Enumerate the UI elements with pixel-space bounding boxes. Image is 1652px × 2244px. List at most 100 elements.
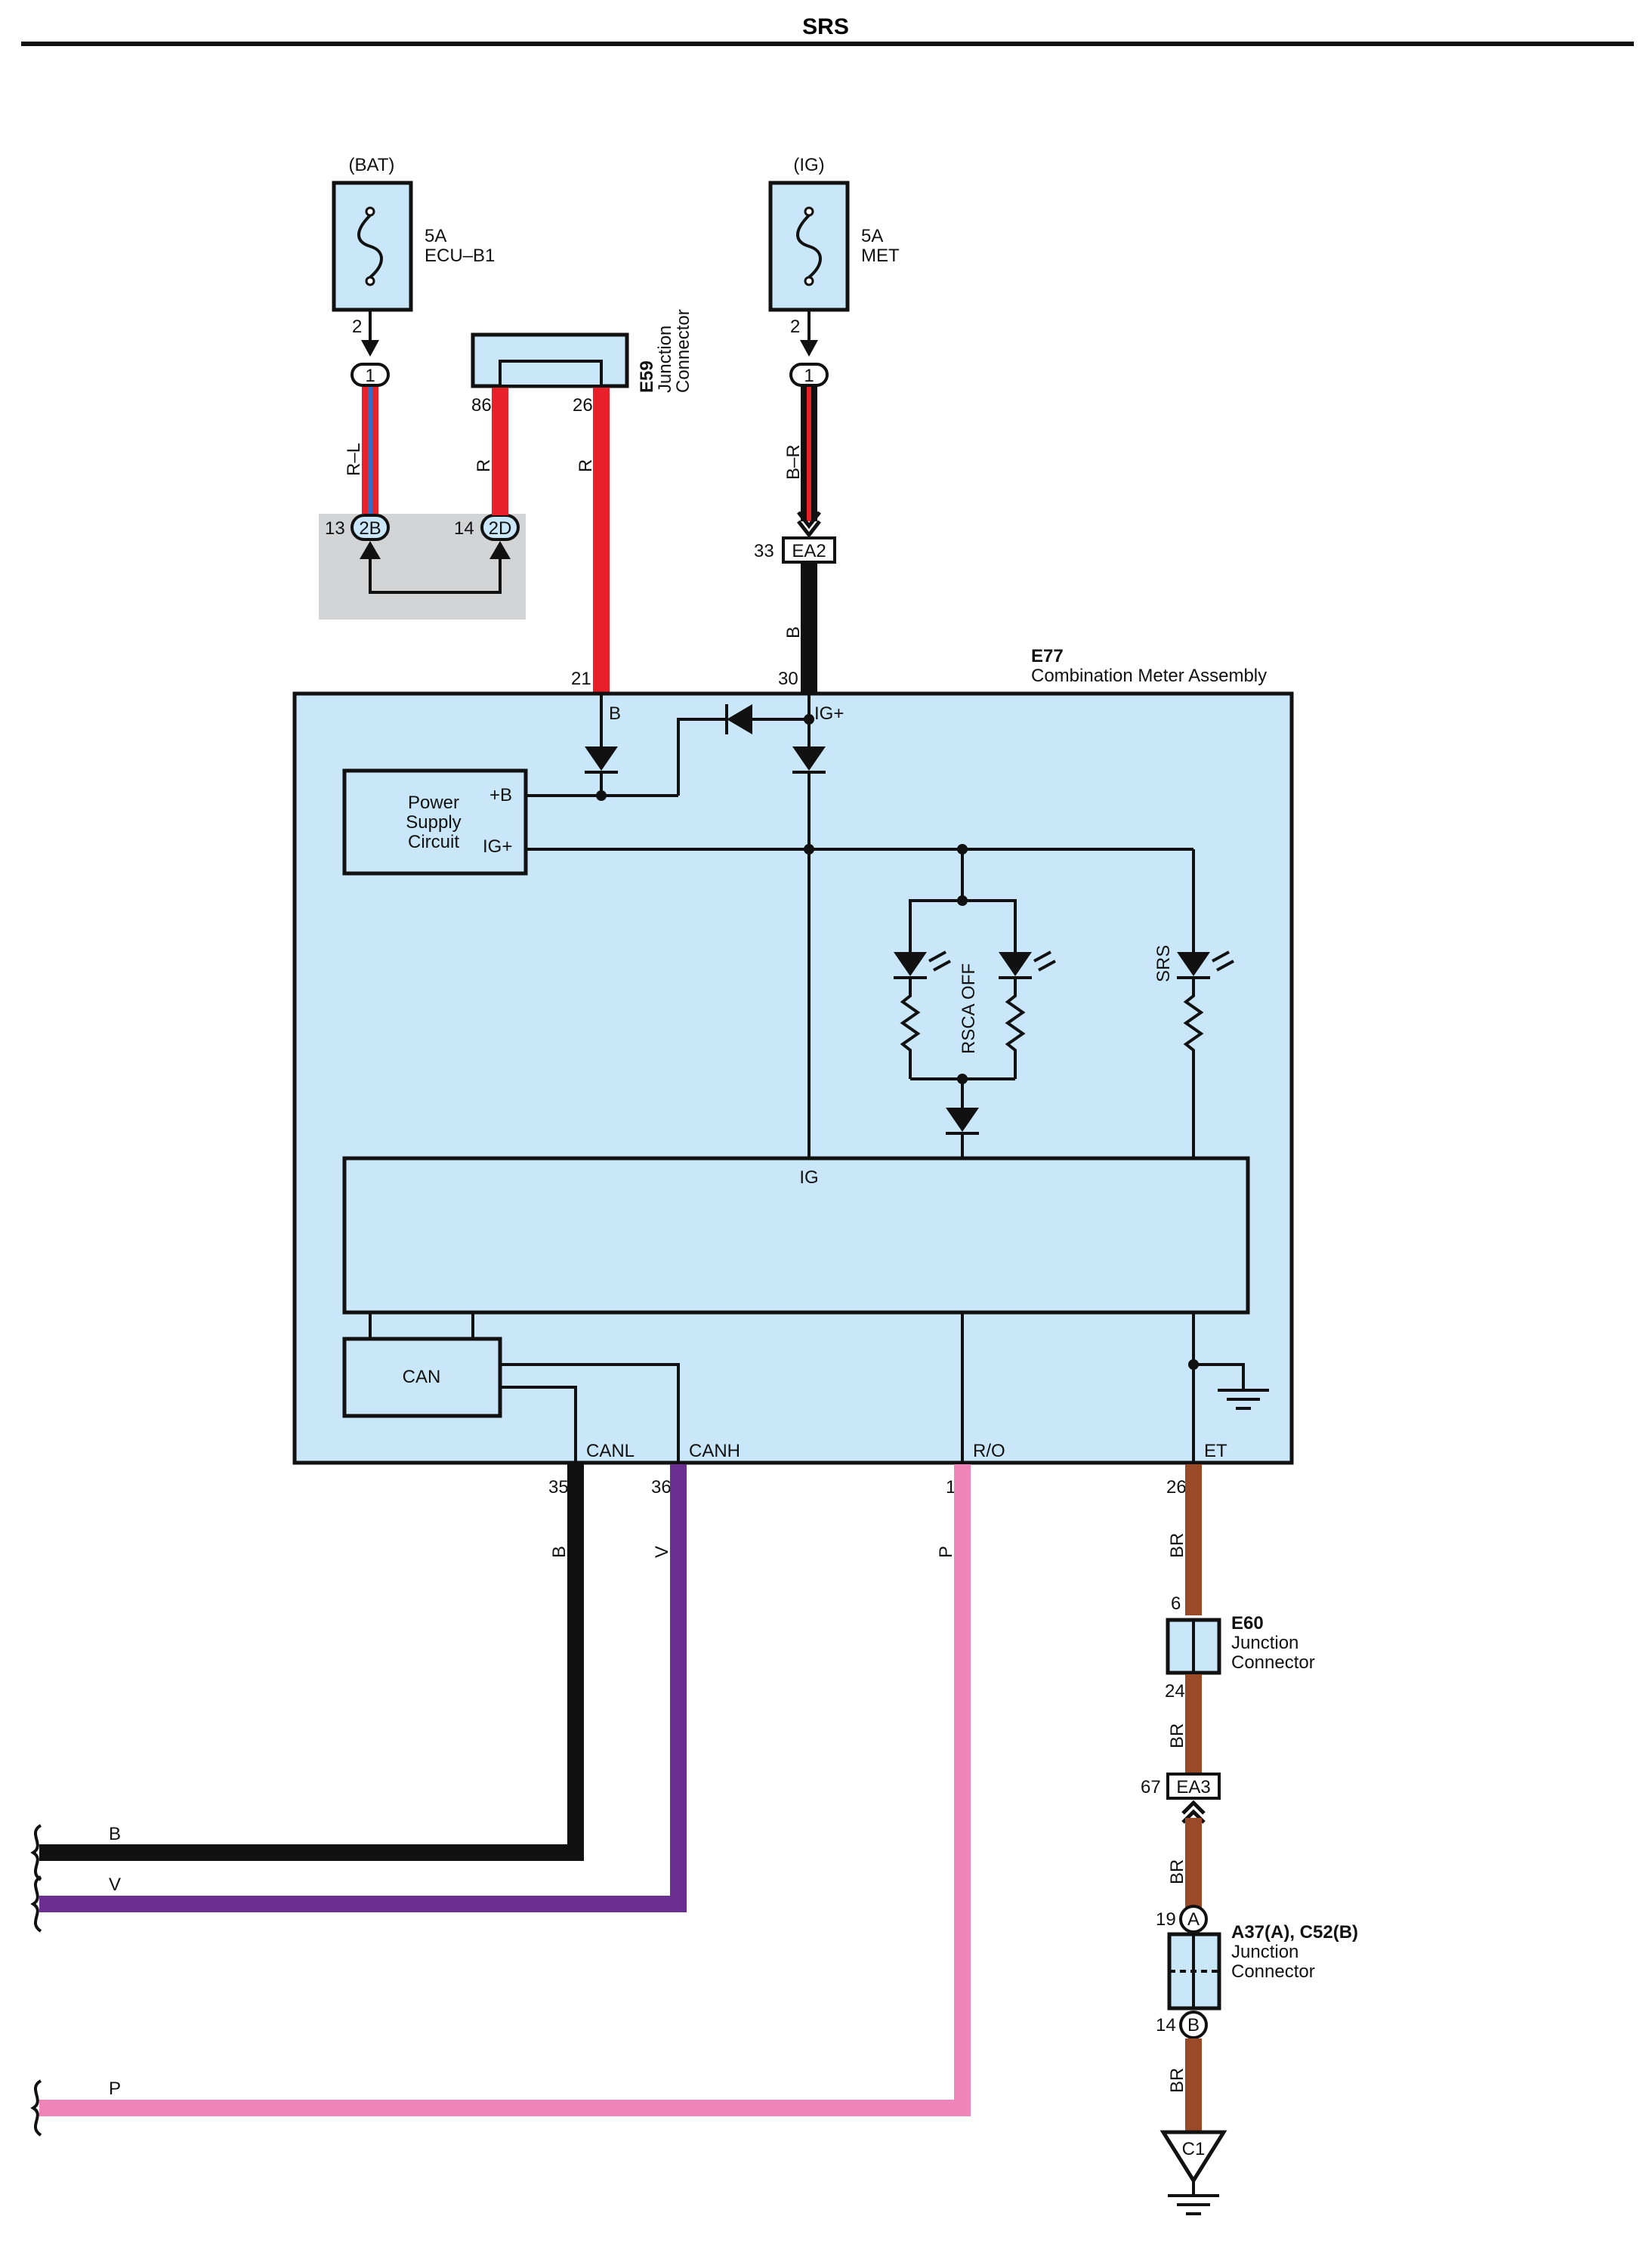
connector-e60-line1: Junction <box>1231 1633 1298 1653</box>
wire-break-p-icon <box>30 2079 42 2137</box>
connector-a37-pin-b: 14 <box>1156 2015 1176 2035</box>
led-rsca-right-icon <box>999 952 1032 976</box>
connector-a37-line2: Connector <box>1231 1961 1315 1982</box>
pin-num-et: 26 <box>1166 1477 1187 1498</box>
wire-br1-label: BR <box>1167 1533 1187 1558</box>
connector-a37-b <box>1179 2011 1208 2039</box>
can-block <box>342 1337 502 1418</box>
connector-e59-pin-b: 26 <box>573 395 593 416</box>
fuse-met: (IG) 5A MET 2 <box>768 155 900 337</box>
resistor-rsca-left <box>900 978 921 1079</box>
wire-br3-label: BR <box>1167 1859 1187 1884</box>
diode-rsca-icon <box>946 1108 979 1132</box>
wire-ro-label: P <box>936 1546 956 1558</box>
wire-b-r-label: B–R <box>783 444 804 480</box>
psc-plus-b: +B <box>489 785 512 805</box>
connector-a37-a <box>1179 1905 1208 1933</box>
can-label: CAN <box>403 1367 441 1387</box>
wire-b-ig-label: B <box>783 626 804 638</box>
connector-2b-pin: 13 <box>325 518 345 539</box>
ig-arrow-icon <box>800 340 818 357</box>
rsca-off-label: RSCA OFF <box>959 963 979 1054</box>
fuse-bat-source: (BAT) <box>349 155 395 175</box>
wire-canl-b <box>39 1464 584 1861</box>
wire-break-b-icon <box>30 1824 42 1881</box>
connector-2d-label: 2D <box>489 518 512 539</box>
wire-canl-label: B <box>549 1546 570 1558</box>
fuse-ecu-b1: (BAT) 5A ECU–B1 2 <box>332 155 495 337</box>
diode-backfeed-icon <box>727 704 752 734</box>
resistor-rsca-right <box>1005 978 1026 1079</box>
junction-block-link <box>369 558 502 594</box>
connector-a37-line1: Junction <box>1231 1942 1298 1962</box>
psc-ig-plus: IG+ <box>483 836 512 857</box>
connector-bat-1-label: 1 <box>365 366 375 386</box>
pin-num-canh: 36 <box>651 1477 672 1498</box>
connector-bat-1 <box>350 363 390 387</box>
fuse-ig-source: (IG) <box>793 155 824 175</box>
ic-ig-label: IG <box>799 1167 818 1188</box>
page-title: SRS <box>802 14 849 39</box>
led-rsca-left-icon <box>894 952 927 976</box>
connector-ig-1 <box>789 363 829 387</box>
connector-2d-pin: 14 <box>454 518 474 539</box>
connector-2b <box>350 514 390 541</box>
wire-r2-label: R <box>576 459 596 472</box>
led-srs-icon <box>1177 952 1210 976</box>
e60-pin-out: 24 <box>1165 1681 1185 1702</box>
resistor-srs <box>1183 978 1204 1158</box>
connector-ig-1-label: 1 <box>804 366 814 386</box>
meter-label-b: B <box>609 703 621 724</box>
wire-rl-label: R–L <box>344 443 364 476</box>
meter-name: Combination Meter Assembly <box>1031 666 1267 686</box>
wire-br4-label: BR <box>1167 2068 1187 2093</box>
psc-line2: Supply <box>406 812 461 833</box>
diode-b-icon <box>585 746 618 771</box>
fuse-ig-icon <box>796 214 822 279</box>
meter-label-igp: IG+ <box>814 703 844 724</box>
connector-a37-a-label: A <box>1187 1909 1200 1930</box>
meter-ic-block <box>342 1156 1250 1315</box>
pin-label-ro: R/O <box>973 1441 1005 1461</box>
connector-e60-line2: Connector <box>1231 1652 1315 1673</box>
connector-e60-id: E60 <box>1231 1613 1264 1634</box>
pin-num-canl: 35 <box>548 1477 569 1498</box>
connector-a37-id: A37(A), C52(B) <box>1231 1922 1358 1943</box>
connector-e59-id: E59 <box>637 360 657 393</box>
connector-ea3 <box>1166 1773 1221 1800</box>
psc-line3: Circuit <box>408 832 459 852</box>
wire-ro-p <box>39 1464 971 2116</box>
power-supply-circuit <box>342 768 528 876</box>
ea3-chevron-icon <box>1181 1800 1206 1815</box>
connector-ea3-label: EA3 <box>1176 1777 1210 1797</box>
wire-left-b-label: B <box>109 1824 121 1844</box>
fuse-bat-pin: 2 <box>352 317 362 337</box>
fuse-ig-pin: 2 <box>790 317 800 337</box>
wire-break-v-icon <box>30 1875 42 1933</box>
wire-r1-label: R <box>474 459 494 472</box>
fuse-bat-icon <box>357 214 383 279</box>
wire-br2-label: BR <box>1167 1723 1187 1748</box>
fuse-ig-name: MET <box>861 246 900 266</box>
connector-ea2-pin: 33 <box>754 541 774 561</box>
wire-left-p-label: P <box>109 2079 121 2099</box>
pin-label-canl: CANL <box>586 1441 635 1461</box>
connector-e59-pin-a: 86 <box>471 395 492 416</box>
wire-canh-v <box>39 1464 687 1912</box>
meter-pin-b: 21 <box>571 669 591 689</box>
connector-e59-line2: Connector <box>673 309 693 393</box>
pin-label-et: ET <box>1204 1441 1227 1461</box>
wire-left-v-label: V <box>109 1875 121 1895</box>
meter-id: E77 <box>1031 646 1064 666</box>
fuse-ig-rating: 5A <box>861 226 883 246</box>
pin-num-ro: 1 <box>946 1477 956 1498</box>
ground-c1-icon <box>1159 2130 1227 2184</box>
bat-arrow-icon <box>361 340 379 357</box>
pin-label-canh: CANH <box>689 1441 740 1461</box>
connector-e59-line1: Junction <box>655 326 675 393</box>
connector-a37-pin-a: 19 <box>1156 1909 1176 1930</box>
diode-ig-icon <box>792 746 826 771</box>
meter-pin-ig: 30 <box>778 669 798 689</box>
wire-canh-label: V <box>652 1546 672 1558</box>
